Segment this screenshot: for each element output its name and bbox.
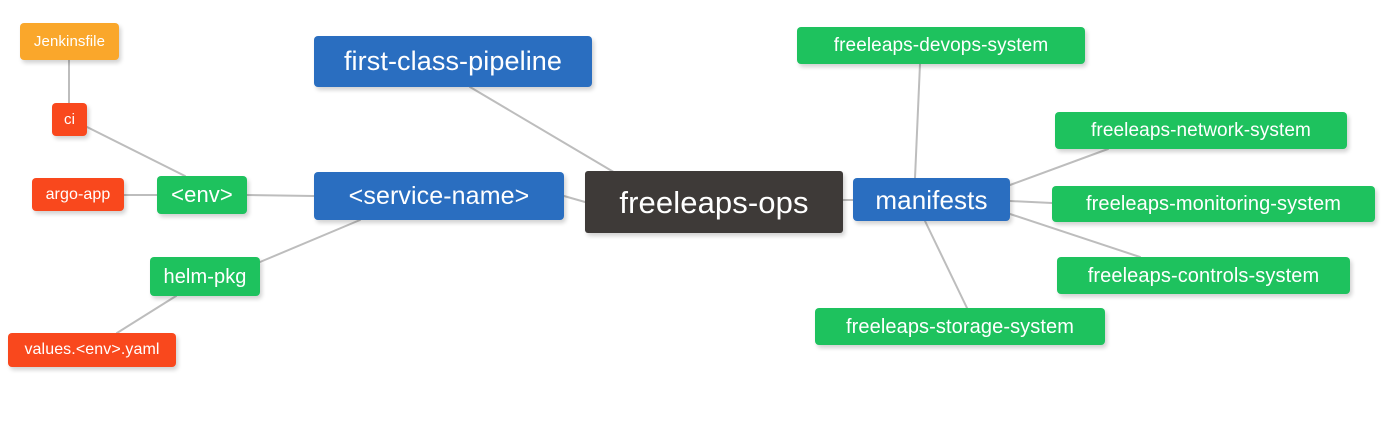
node-label: freeleaps-monitoring-system (1085, 193, 1341, 215)
node-manifests[interactable]: manifests (853, 178, 1010, 221)
node-label: freeleaps-controls-system (1087, 264, 1320, 287)
node-label: helm-pkg (163, 265, 247, 288)
node-label: freeleaps-devops-system (833, 35, 1049, 56)
node-label: <env> (171, 182, 233, 207)
node-devops-system[interactable]: freeleaps-devops-system (797, 27, 1085, 64)
edge-freeleaps-ops-to-service-name (563, 195, 586, 203)
node-label: ci (63, 111, 76, 128)
node-jenkinsfile[interactable]: Jenkinsfile (20, 23, 119, 60)
node-storage-system[interactable]: freeleaps-storage-system (815, 308, 1105, 345)
node-env[interactable]: <env> (157, 176, 247, 214)
node-label: manifests (875, 184, 988, 215)
edge-service-name-to-env (246, 194, 315, 197)
node-label: freeleaps-ops (619, 184, 809, 220)
edge-manifests-to-devops-system (914, 63, 921, 179)
edge-manifests-to-storage-system (924, 220, 968, 309)
node-label: freeleaps-storage-system (845, 315, 1075, 338)
node-label: freeleaps-network-system (1091, 120, 1311, 141)
node-service-name[interactable]: <service-name> (314, 172, 564, 220)
node-label: argo-app (45, 185, 111, 203)
edge-env-to-ci (86, 126, 186, 177)
edge-helm-pkg-to-values-yaml (116, 295, 177, 334)
node-label: Jenkinsfile (33, 33, 106, 50)
node-label: first-class-pipeline (343, 46, 563, 76)
node-helm-pkg[interactable]: helm-pkg (150, 257, 260, 296)
edge-manifests-to-network-system (1009, 148, 1109, 186)
node-ci[interactable]: ci (52, 103, 87, 136)
edge-service-name-to-helm-pkg (259, 219, 361, 263)
node-network-system[interactable]: freeleaps-network-system (1055, 112, 1347, 149)
edge-freeleaps-ops-to-first-class-pipeline (469, 86, 618, 175)
node-monitoring-system[interactable]: freeleaps-monitoring-system (1052, 186, 1375, 222)
node-freeleaps-ops[interactable]: freeleaps-ops (585, 171, 843, 233)
node-label: values.<env>.yaml (24, 341, 160, 358)
edge-manifests-to-monitoring-system (1009, 200, 1053, 204)
node-label: <service-name> (348, 181, 530, 210)
node-controls-system[interactable]: freeleaps-controls-system (1057, 257, 1350, 294)
node-values-yaml[interactable]: values.<env>.yaml (8, 333, 176, 367)
node-argo-app[interactable]: argo-app (32, 178, 124, 211)
node-first-class-pipeline[interactable]: first-class-pipeline (314, 36, 592, 87)
